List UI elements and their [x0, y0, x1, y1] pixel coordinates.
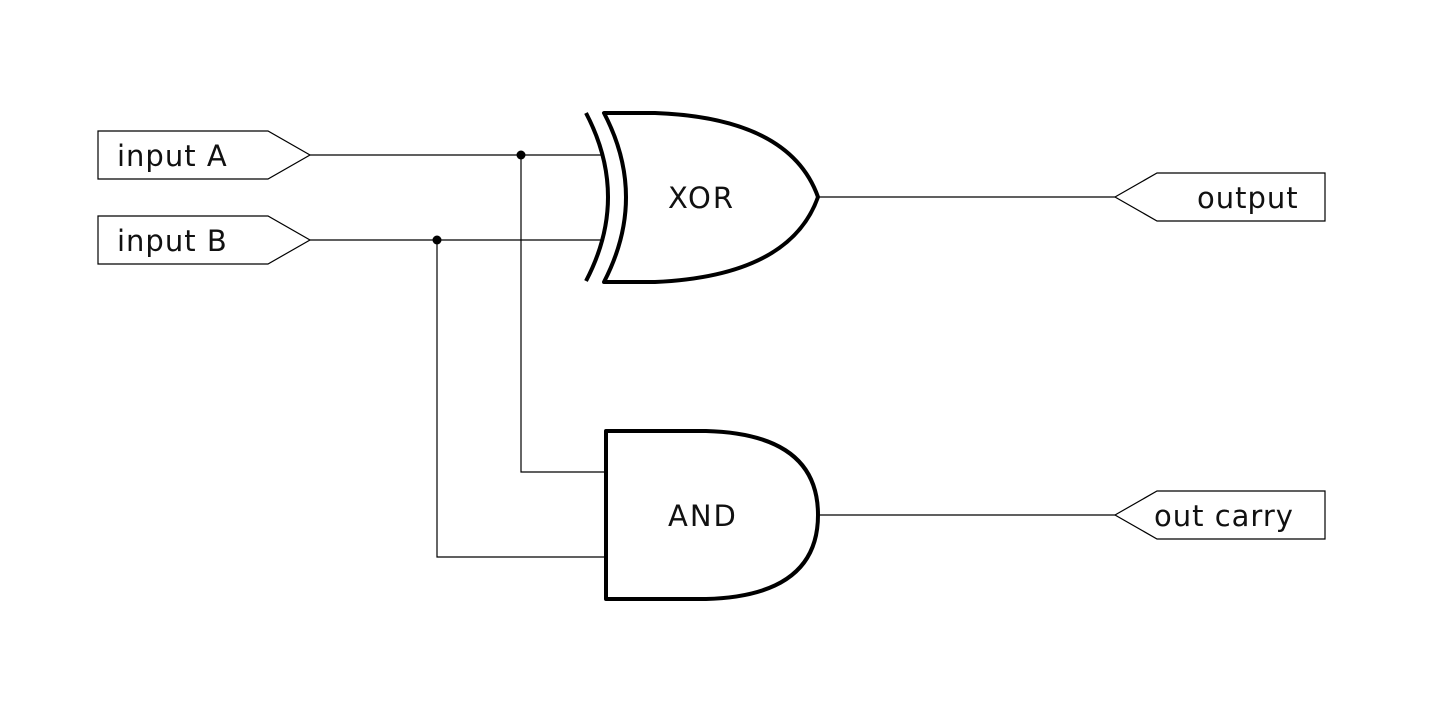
- input-a-label: input A: [117, 139, 228, 173]
- output-port-carry: out carry: [1113, 490, 1326, 540]
- output-port-sum: output: [1113, 172, 1326, 222]
- xor-gate-body: [602, 111, 820, 284]
- wires: [310, 154, 1115, 558]
- and-gate: AND: [604, 429, 820, 601]
- xor-gate-back-arc: [584, 112, 610, 282]
- wire-input-b-to-and: [436, 240, 606, 558]
- junction-input-a: [516, 150, 526, 160]
- output-label: output: [1197, 181, 1299, 215]
- xor-gate: XOR: [584, 111, 820, 284]
- out-carry-label: out carry: [1154, 499, 1294, 533]
- wire-input-a-to-and: [520, 155, 606, 473]
- input-port-b: input B: [97, 215, 312, 265]
- input-port-a: input A: [97, 130, 312, 180]
- xor-gate-label: XOR: [668, 181, 735, 215]
- and-gate-body: [604, 429, 820, 601]
- junction-input-b: [432, 235, 442, 245]
- input-b-label: input B: [117, 224, 228, 258]
- and-gate-label: AND: [668, 499, 738, 533]
